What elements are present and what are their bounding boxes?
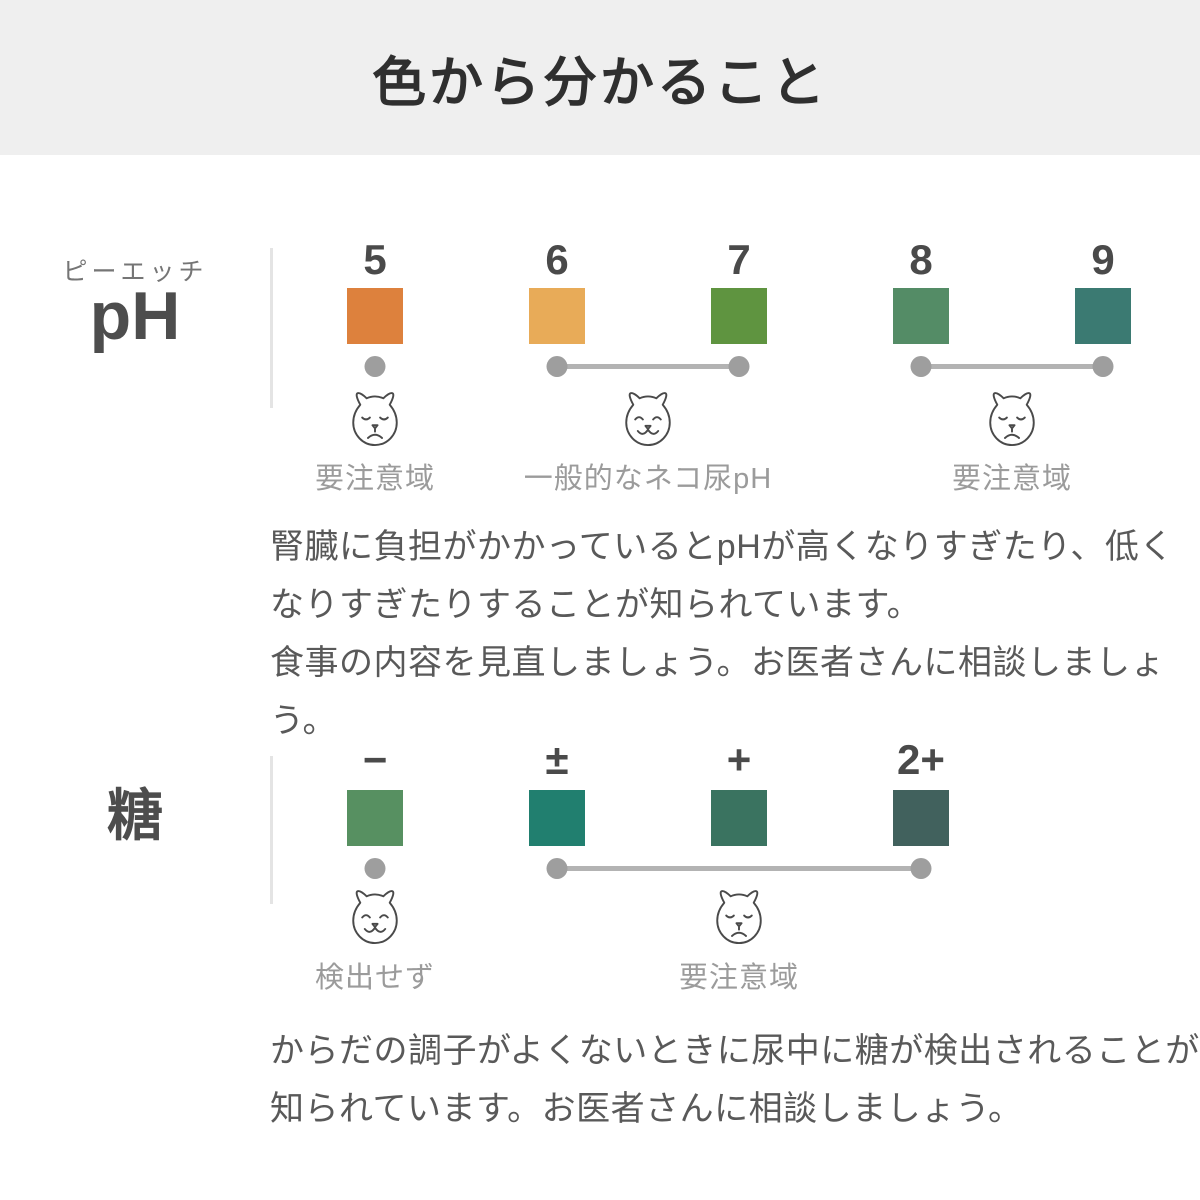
range-dot [728, 356, 750, 377]
ph-color-swatch-5 [347, 288, 403, 344]
ph-description-line: 食事の内容を見直しましょう。お医者さんに相談しましょう。 [270, 644, 1165, 740]
ph-scale-value-8: 8 [909, 236, 933, 283]
sugar-scale-value-neg: − [362, 736, 388, 783]
range-connector-line [557, 364, 739, 369]
ph-description-line: 腎臓に負担がかかっているとpHが高くなりすぎたり、低く [270, 528, 1174, 566]
ph-scale-value-5: 5 [363, 236, 387, 283]
ph-section-label: pH [89, 278, 181, 354]
ph-scale-value-6: 6 [545, 236, 569, 283]
sugar-scale-value-2plus: 2+ [897, 736, 945, 783]
ph-color-swatch-8 [893, 288, 949, 344]
range-dot [1092, 356, 1114, 377]
sad-cat-icon [706, 888, 772, 957]
sad-cat-icon [979, 390, 1045, 459]
sugar-zone-label-caution: 要注意域 [678, 962, 800, 994]
sugar-section-label: 糖 [107, 784, 163, 847]
ph-furigana: ピーエッチ [62, 258, 208, 286]
sugar-scale-value-plusminus: ± [545, 736, 569, 783]
sugar-color-swatch-neg [347, 790, 403, 846]
happy-cat-icon [342, 888, 408, 957]
ph-color-swatch-9 [1075, 288, 1131, 344]
range-dot [546, 858, 568, 879]
ph-scale-value-7: 7 [727, 236, 751, 283]
ph-color-swatch-7 [711, 288, 767, 344]
sugar-divider-line [270, 756, 273, 904]
sad-cat-icon [342, 390, 408, 459]
range-dot [910, 356, 932, 377]
sugar-description: からだの調子がよくないときに尿中に糖が検出されることが 知られています。お医者さ… [270, 1022, 1200, 1138]
ph-scale-value-9: 9 [1091, 236, 1115, 283]
range-dot [364, 356, 386, 377]
happy-cat-icon [615, 390, 681, 459]
sugar-color-swatch-plus [711, 790, 767, 846]
range-connector-line [557, 866, 921, 871]
range-dot [546, 356, 568, 377]
sugar-color-swatch-2plus [893, 790, 949, 846]
ph-description-line: なりすぎたりすることが知られています。 [270, 586, 922, 624]
ph-color-swatch-6 [529, 288, 585, 344]
sugar-color-swatch-plusminus [529, 790, 585, 846]
ph-zone-label-normal: 一般的なネコ尿pH [523, 463, 773, 495]
range-connector-line [921, 364, 1103, 369]
header-band: 色から分かること [0, 0, 1200, 155]
ph-divider-line [270, 248, 273, 408]
ph-description: 腎臓に負担がかかっているとpHが高くなりすぎたり、低く なりすぎたりすることが知… [270, 518, 1200, 750]
sugar-zone-label-none: 検出せず [314, 962, 436, 994]
sugar-description-line: 知られています。お医者さんに相談しましょう。 [270, 1090, 1023, 1128]
sugar-scale-value-plus: + [726, 736, 752, 783]
range-dot [364, 858, 386, 879]
range-dot [910, 858, 932, 879]
ph-zone-label-low: 要注意域 [314, 463, 436, 495]
sugar-description-line: からだの調子がよくないときに尿中に糖が検出されることが [270, 1032, 1200, 1070]
ph-zone-label-high: 要注意域 [951, 463, 1073, 495]
page-title: 色から分かること [372, 53, 828, 113]
